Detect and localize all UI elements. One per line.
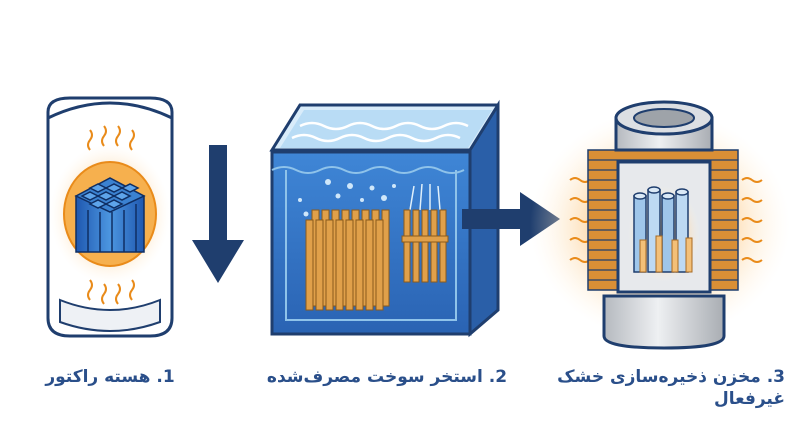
caption-spent-fuel-pool: 2. استخر سوخت مصرف‌شده: [266, 367, 508, 387]
dry-cask-icon: [530, 100, 790, 350]
caption-dry-cask-line2: غیرفعال: [714, 389, 785, 409]
caption-dry-cask-storage: 3. مخزن ذخیره‌سازی خشک غیرفعال: [557, 366, 785, 410]
caption-dry-cask-line1: 3. مخزن ذخیره‌سازی خشک: [557, 367, 785, 387]
spent-fuel-pool-icon: [269, 99, 500, 338]
fuel-rack: [305, 209, 390, 311]
reactor-core-icon: [46, 96, 174, 338]
down-arrow-icon: [192, 145, 244, 283]
fuel-assembly: [401, 183, 449, 283]
caption-reactor-core: 1. هسته راکتور: [45, 367, 175, 387]
